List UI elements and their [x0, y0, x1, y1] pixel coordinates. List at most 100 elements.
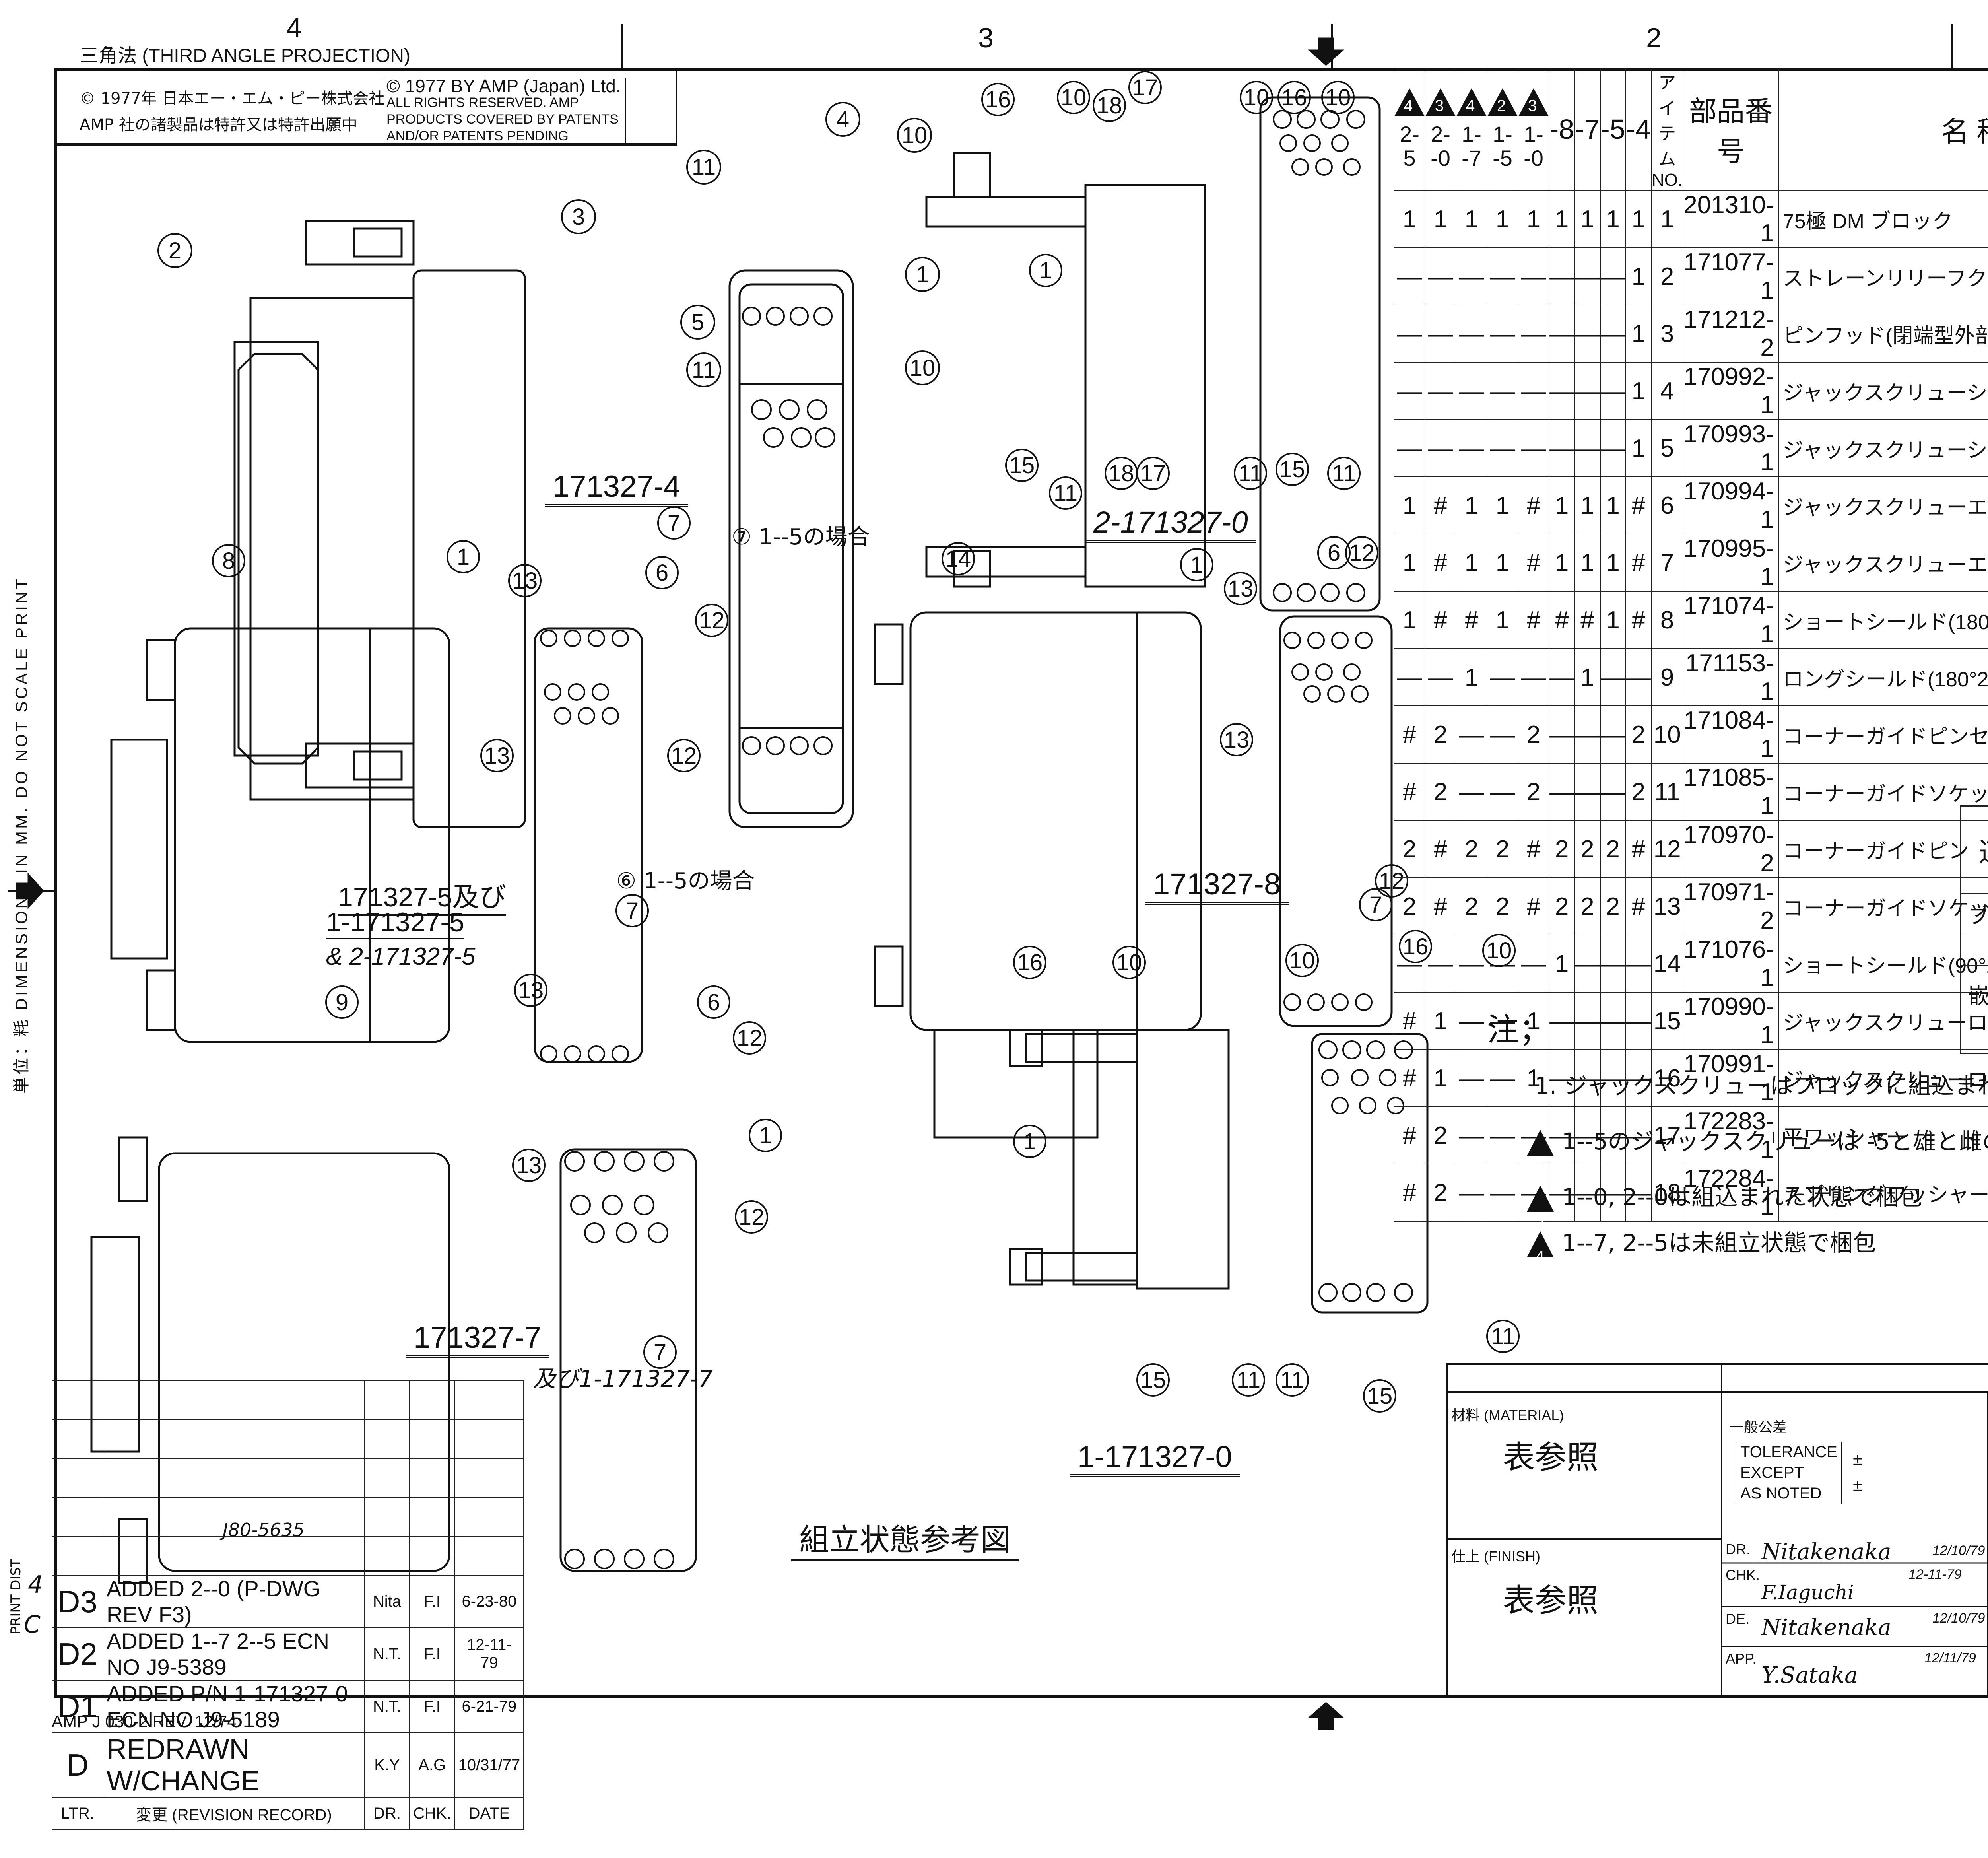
qty-cell: — [1425, 362, 1456, 420]
qty-cell: — [1456, 419, 1487, 477]
revision-empty-row [52, 1458, 524, 1498]
svg-text:11: 11 [692, 357, 716, 383]
dr-date: 12/10/79 [1932, 1543, 1985, 1558]
qty-cell: # [1625, 476, 1652, 534]
item-no: 2 [1650, 247, 1684, 305]
view-171327-7-face [559, 1148, 697, 1572]
qty-cell: 2 [1574, 820, 1601, 878]
qty-cell: — [1625, 648, 1652, 706]
qty-cell: 1 [1487, 591, 1518, 649]
rev-hdr-desc: 変更 (REVISION RECORD) [103, 1797, 365, 1830]
qty-cell: — [1487, 992, 1518, 1050]
svg-text:11: 11 [1237, 1367, 1260, 1393]
view-171327-4-face [728, 269, 854, 828]
copyright-box: © 1977年 日本エー・エム・ピー株式会社 AMP 社の諸製品は特許又は特許出… [56, 70, 677, 146]
svg-text:6: 6 [656, 560, 668, 586]
qty-cell: # [1625, 877, 1652, 935]
qty-cell: — [1487, 648, 1518, 706]
part-number: 171074-1 [1683, 591, 1779, 649]
qty-cell: 2 [1394, 877, 1425, 935]
chk-signature: F.Iaguchi [1761, 1581, 1854, 1604]
qty-cell: — [1574, 992, 1601, 1050]
name-col: 名 称 [1778, 68, 1988, 191]
rev-chk: F.I [409, 1680, 455, 1733]
qty-cell: 2 [1548, 877, 1575, 935]
revision-triangle-icon: 4 [1527, 1231, 1554, 1265]
part-number: 171212-2 [1683, 305, 1779, 363]
item-no: 18 [1650, 1164, 1684, 1222]
qty-cell: 1 [1625, 419, 1652, 477]
part-name: ストレーンリリーフクランプ(ショート) [1778, 247, 1988, 305]
svg-text:1: 1 [457, 544, 470, 570]
qty-cell: 1 [1625, 305, 1652, 363]
qty-cell: 1 [1548, 190, 1575, 248]
rev-chk: A.G [409, 1732, 455, 1798]
view-label-171327-5: 171327-5及び [338, 875, 507, 916]
part-name: ロングシールド(180°2片型) [1778, 648, 1988, 706]
variant-label: 2-5 [1400, 122, 1419, 171]
rev-desc: REDRAWN W/CHANGE [103, 1732, 365, 1798]
qty-cell: # [1394, 992, 1425, 1050]
qty-cell: 2 [1600, 877, 1626, 935]
qty-cell: — [1456, 247, 1487, 305]
part-name: コーナーガイドピン [1778, 820, 1988, 878]
svg-text:5: 5 [691, 309, 704, 335]
qty-cell: — [1574, 419, 1601, 477]
part-name: ジャックスクリューショートショート(雌) [1778, 419, 1988, 477]
qty-cell: 1 [1394, 591, 1425, 649]
tolerance-label: 一般公差 [1730, 1419, 1787, 1435]
view-2-171327-0-face [1259, 96, 1381, 612]
part-number: 170995-1 [1683, 534, 1779, 592]
svg-text:16: 16 [1017, 950, 1043, 976]
qty-cell: # [1548, 591, 1575, 649]
spec-row: ブロック 配線番号 1～82 欠番：6, 9, 19, 61, 68, 69, … [1960, 893, 1988, 966]
qty-cell: — [1394, 362, 1425, 420]
qty-cell: 2 [1574, 877, 1601, 935]
qty-cell: — [1574, 305, 1601, 363]
qty-cell: — [1518, 935, 1549, 993]
svg-text:10: 10 [1116, 950, 1142, 976]
svg-text:16: 16 [985, 87, 1011, 113]
copyright-en-line2: ALL RIGHTS RESERVED. AMP [386, 95, 579, 110]
qty-cell: # [1425, 877, 1456, 935]
qty-cell: — [1518, 419, 1549, 477]
qty-cell: — [1394, 305, 1425, 363]
print-dist-value-1: 4 [28, 1571, 43, 1599]
dr-signature: Nitakenaka [1761, 1539, 1891, 1565]
part-number: 171153-1 [1683, 648, 1779, 706]
qty-cell: — [1574, 362, 1601, 420]
svg-text:13: 13 [1228, 576, 1254, 602]
variant-col: -5 [1600, 68, 1626, 191]
part-name: コーナーガイドソケットセット [1778, 763, 1988, 821]
qty-cell: # [1425, 476, 1456, 534]
qty-cell: 2 [1487, 820, 1518, 878]
svg-text:15: 15 [1279, 457, 1305, 482]
copyright-en-line1: © 1977 BY AMP (Japan) Ltd. [386, 76, 621, 96]
qty-cell: 1 [1394, 190, 1425, 248]
rev-date: 6-23-80 [454, 1575, 524, 1628]
de-signature: Nitakenaka [1761, 1615, 1891, 1640]
qty-cell: — [1487, 1049, 1518, 1107]
qty-cell: # [1518, 476, 1549, 534]
qty-cell: # [1394, 1106, 1425, 1164]
qty-cell: — [1548, 362, 1575, 420]
revision-triangle-icon: 2 [1527, 1129, 1554, 1174]
svg-text:11: 11 [1332, 461, 1356, 486]
svg-text:12: 12 [671, 743, 697, 769]
qty-cell: — [1548, 247, 1575, 305]
svg-text:1: 1 [1039, 258, 1052, 284]
qty-cell: — [1456, 763, 1487, 821]
qty-cell: — [1425, 935, 1456, 993]
qty-cell: 2 [1456, 820, 1487, 878]
view-171327-4-side [233, 220, 526, 828]
svg-text:11: 11 [1280, 1367, 1304, 1393]
